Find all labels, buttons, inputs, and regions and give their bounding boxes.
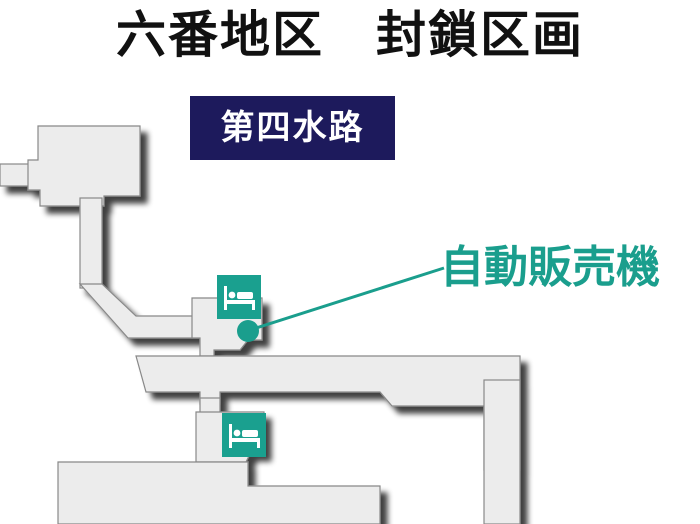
vending-machine-marker[interactable] [237, 320, 259, 342]
map-title: 六番地区 封鎖区画 [116, 6, 584, 64]
corridor-diagonal [78, 283, 201, 339]
bed-icon[interactable] [222, 413, 266, 457]
room-south-large [57, 461, 381, 524]
poi-label-vending-machine: 自動販売機 [440, 242, 660, 293]
hallway-main [135, 355, 521, 471]
corridor-east-vertical [483, 379, 521, 524]
bed-icon[interactable] [217, 275, 261, 319]
poi-leader-line [249, 266, 445, 332]
area-name-tag: 第四水路 [190, 96, 395, 160]
room-northwest [27, 125, 141, 207]
floor-area [0, 125, 521, 524]
corridor-north-vertical [79, 197, 103, 289]
